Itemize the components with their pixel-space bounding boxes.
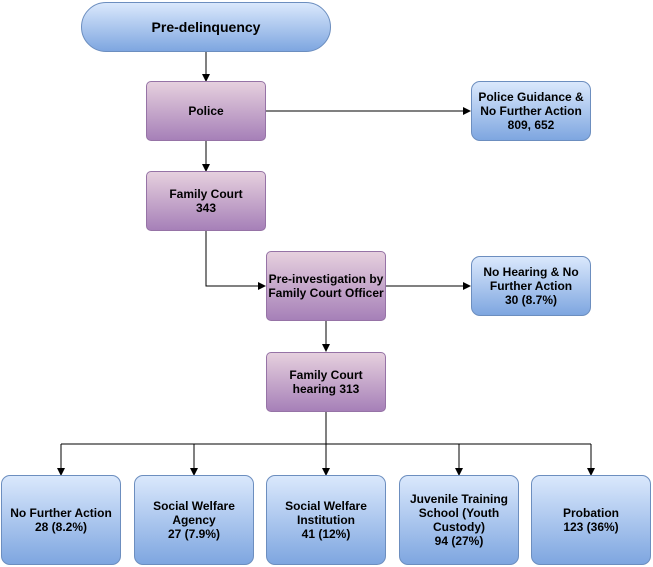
pre-investigation-label: Pre-investigation by Family Court Office… xyxy=(268,272,384,300)
social-welfare-agency-node: Social Welfare Agency 27 (7.9%) xyxy=(134,475,254,565)
juvenile-training-school-label: Juvenile Training School (Youth Custody)… xyxy=(409,492,509,548)
police-label: Police xyxy=(188,104,224,118)
police-node: Police xyxy=(146,81,266,141)
police-guidance-label: Police Guidance & No Further Action 809,… xyxy=(478,90,584,132)
family-court-node: Family Court 343 xyxy=(146,171,266,231)
juvenile-training-school-node: Juvenile Training School (Youth Custody)… xyxy=(399,475,519,565)
no-hearing-label: No Hearing & No Further Action 30 (8.7%) xyxy=(483,265,579,307)
family-court-label: Family Court 343 xyxy=(169,187,243,215)
no-further-action-node: No Further Action 28 (8.2%) xyxy=(1,475,121,565)
edge-family-court-to-pre-investigation xyxy=(205,231,266,290)
no-further-action-label: No Further Action 28 (8.2%) xyxy=(10,506,112,534)
family-court-hearing-label: Family Court hearing 313 xyxy=(289,368,363,396)
social-welfare-agency-label: Social Welfare Agency 27 (7.9%) xyxy=(153,499,235,541)
social-welfare-institution-label: Social Welfare Institution 41 (12%) xyxy=(285,499,367,541)
no-hearing-node: No Hearing & No Further Action 30 (8.7%) xyxy=(471,256,591,316)
police-guidance-node: Police Guidance & No Further Action 809,… xyxy=(471,81,591,141)
family-court-hearing-node: Family Court hearing 313 xyxy=(266,352,386,412)
probation-node: Probation 123 (36%) xyxy=(531,475,651,565)
pre-delinquency-node: Pre-delinquency xyxy=(81,2,331,52)
probation-label: Probation 123 (36%) xyxy=(563,506,619,534)
pre-investigation-node: Pre-investigation by Family Court Office… xyxy=(266,251,386,321)
pre-delinquency-label: Pre-delinquency xyxy=(151,19,261,35)
social-welfare-institution-node: Social Welfare Institution 41 (12%) xyxy=(266,475,386,565)
